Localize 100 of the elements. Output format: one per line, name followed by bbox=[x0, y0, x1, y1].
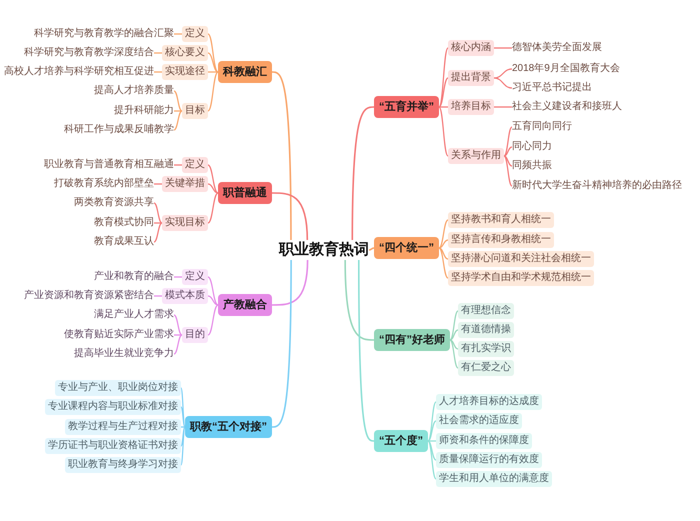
leaf-text: 习近平总书记提出 bbox=[512, 81, 592, 95]
leaf-text: 使教育贴近实际产业需求 bbox=[64, 328, 174, 342]
topic-box: “五育并举” bbox=[374, 96, 439, 118]
subtopic-tag: 核心内涵 bbox=[448, 40, 494, 56]
connector-line bbox=[208, 304, 218, 336]
leaf-text: 科研工作与成果反哺教学 bbox=[64, 123, 174, 137]
subtopic-tag: 核心要义 bbox=[162, 45, 208, 61]
connector-line bbox=[450, 339, 458, 350]
connector-line bbox=[272, 71, 292, 240]
subtopic-tag: 培养目标 bbox=[448, 99, 494, 115]
connector-line bbox=[358, 260, 374, 442]
connector-line bbox=[174, 334, 182, 355]
connector-line bbox=[438, 248, 448, 278]
leaf-text: 打破教育系统内部壁垒 bbox=[54, 177, 154, 191]
connector-line bbox=[208, 71, 218, 73]
connector-line bbox=[208, 183, 218, 194]
subtopic-tag: 定义 bbox=[182, 157, 208, 173]
subtopic-tag: 有扎实学识 bbox=[458, 341, 514, 357]
subtopic-tag: 模式本质 bbox=[162, 288, 208, 304]
connector-line bbox=[494, 77, 512, 89]
leaf-text: 科学研究与教育教学的融合汇聚 bbox=[34, 27, 174, 41]
subtopic-tag: 社会需求的适应度 bbox=[436, 413, 522, 429]
leaf-text: 两类教育资源共享 bbox=[74, 196, 154, 210]
leaf-text: 提高人才培养质量 bbox=[94, 84, 174, 98]
subtopic-tag: 教学过程与生产过程对接 bbox=[65, 419, 181, 435]
subtopic-tag: 师资和条件的保障度 bbox=[436, 433, 532, 449]
leaf-text: 提高毕业生就业竞争力 bbox=[74, 347, 174, 361]
connector-line bbox=[494, 106, 512, 108]
subtopic-tag: 实现途径 bbox=[162, 64, 208, 80]
topic-box: “四有”好老师 bbox=[374, 329, 450, 351]
leaf-text: 同频共振 bbox=[512, 159, 552, 173]
subtopic-tag: 实现目标 bbox=[162, 215, 208, 231]
connector-line bbox=[272, 260, 292, 428]
subtopic-tag: 坚持学术自由和学术规范相统一 bbox=[448, 270, 594, 286]
leaf-text: 2018年9月全国教育大会 bbox=[512, 62, 620, 76]
subtopic-tag: 提出背景 bbox=[448, 70, 494, 86]
connector-line bbox=[428, 402, 436, 442]
leaf-text: 职业教育与普通教育相互融通 bbox=[44, 158, 174, 172]
topic-box: 职教“五个对接” bbox=[185, 416, 272, 438]
connector-line bbox=[208, 34, 218, 72]
leaf-text: 教育模式协同 bbox=[94, 216, 154, 230]
subtopic-tag: 有理想信念 bbox=[458, 303, 514, 319]
connector-line bbox=[494, 47, 512, 49]
subtopic-tag: 坚持言传和身教相统一 bbox=[448, 232, 554, 248]
connector-line bbox=[180, 426, 186, 446]
topic-box: “五个度” bbox=[374, 430, 428, 452]
topic-box: 产教融合 bbox=[218, 294, 272, 316]
subtopic-tag: 有道德情操 bbox=[458, 322, 514, 338]
subtopic-tag: 关系与作用 bbox=[448, 148, 504, 164]
topic-box: “四个统一” bbox=[374, 237, 439, 259]
connector-line bbox=[154, 222, 162, 243]
subtopic-tag: 人才培养目标的达成度 bbox=[436, 394, 542, 410]
connector-line bbox=[504, 156, 512, 186]
connector-line bbox=[352, 106, 374, 240]
connector-line bbox=[438, 220, 448, 248]
connector-line bbox=[450, 340, 458, 368]
connector-line bbox=[208, 52, 218, 73]
connector-line bbox=[504, 146, 512, 157]
subtopic-tag: 专业课程内容与职业标准对接 bbox=[45, 399, 181, 415]
topic-box: 科教融汇 bbox=[218, 61, 272, 83]
subtopic-tag: 职业教育与终身学习对接 bbox=[65, 457, 181, 473]
leaf-text: 五育同向同行 bbox=[512, 120, 572, 134]
connector-line bbox=[208, 295, 218, 306]
connector-line bbox=[180, 388, 186, 428]
central-topic: 职业教育热词 bbox=[279, 240, 369, 260]
leaf-text: 社会主义建设者和接班人 bbox=[512, 100, 622, 114]
connector-line bbox=[438, 48, 448, 108]
connector-line bbox=[368, 247, 374, 251]
subtopic-tag: 坚持教书和育人相统一 bbox=[448, 212, 554, 228]
leaf-text: 同心同力 bbox=[512, 140, 552, 154]
connector-line bbox=[494, 68, 512, 79]
subtopic-tag: 专业与产业、职业岗位对接 bbox=[55, 380, 181, 396]
leaf-text: 产业资源和教育资源紧密结合 bbox=[24, 289, 154, 303]
subtopic-tag: 目标 bbox=[182, 103, 208, 119]
subtopic-tag: 定义 bbox=[182, 269, 208, 285]
connector-line bbox=[450, 329, 458, 341]
leaf-text: 德智体美劳全面发展 bbox=[512, 41, 602, 55]
leaf-text: 满足产业人才需求 bbox=[94, 308, 174, 322]
connector-line bbox=[208, 276, 218, 306]
leaf-text: 提升科研能力 bbox=[114, 104, 174, 118]
subtopic-tag: 质量保障运行的有效度 bbox=[436, 452, 542, 468]
subtopic-tag: 坚持潜心问道和关注社会相统一 bbox=[448, 251, 594, 267]
connector-line bbox=[272, 260, 308, 306]
topic-box: 职普融通 bbox=[218, 182, 272, 204]
leaf-text: 新时代大学生奋斗精神培养的必由路径 bbox=[512, 179, 682, 193]
connector-line bbox=[272, 192, 308, 240]
leaf-text: 教育成果互认 bbox=[94, 235, 154, 249]
connector-line bbox=[208, 72, 218, 112]
connector-line bbox=[438, 247, 448, 260]
leaf-text: 产业和教育的融合 bbox=[94, 270, 174, 284]
leaf-text: 高校人才培养与科学研究相互促进 bbox=[4, 65, 154, 79]
connector-line bbox=[154, 202, 162, 224]
connector-line bbox=[208, 192, 218, 224]
connector-line bbox=[438, 239, 448, 249]
connector-line bbox=[208, 164, 218, 194]
connector-line bbox=[450, 310, 458, 340]
connector-line bbox=[428, 420, 436, 442]
connector-line bbox=[174, 90, 182, 112]
connector-line bbox=[428, 440, 436, 461]
leaf-text: 科学研究与教育教学深度结合 bbox=[24, 46, 154, 60]
